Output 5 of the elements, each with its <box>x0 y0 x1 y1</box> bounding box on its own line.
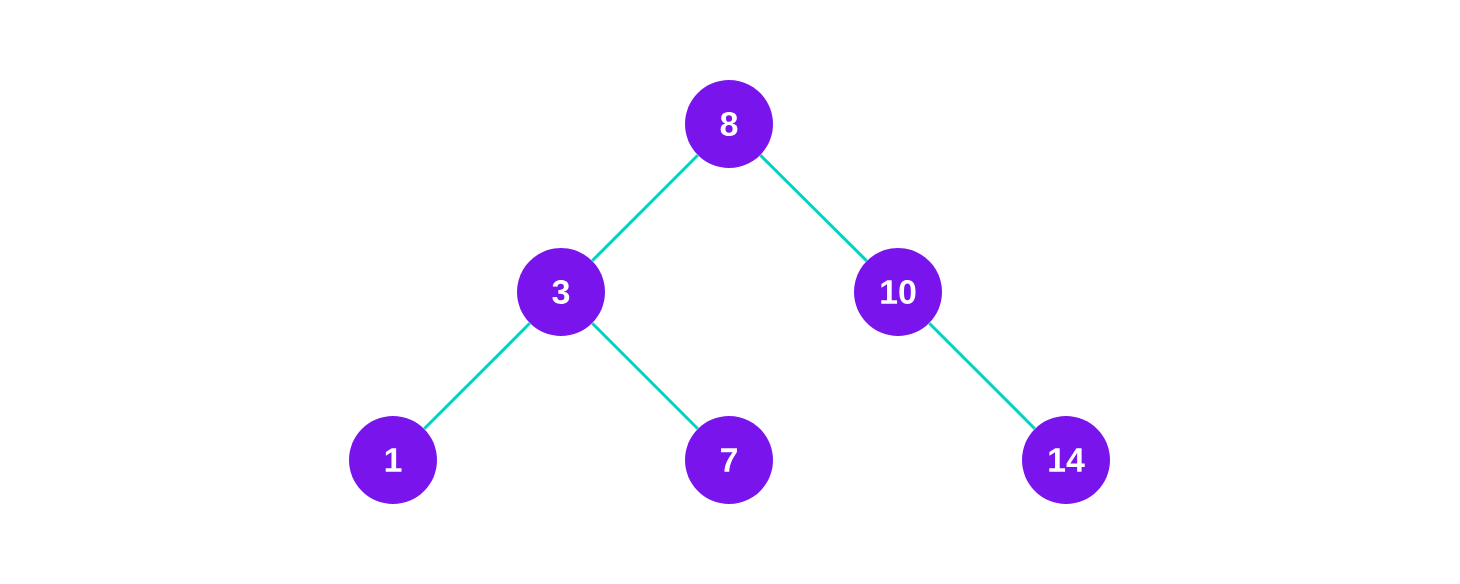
tree-edge <box>759 154 868 262</box>
tree-edge <box>928 322 1036 430</box>
tree-edge <box>591 154 699 262</box>
tree-edge <box>591 322 699 430</box>
tree-edge <box>423 322 531 430</box>
